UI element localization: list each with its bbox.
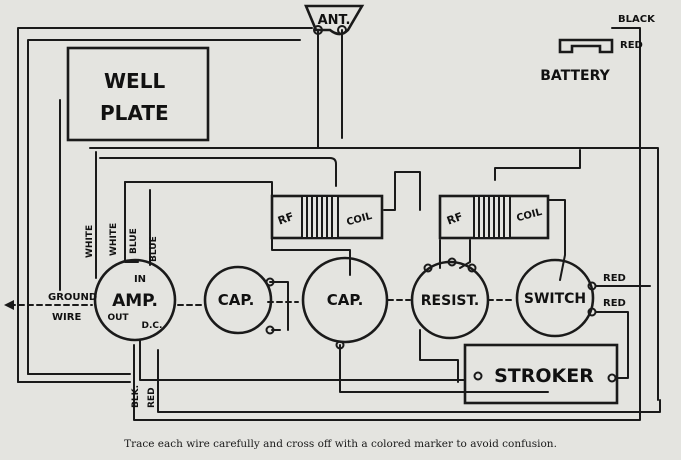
wire-top-bus [89, 147, 659, 401]
wires [9, 27, 661, 421]
rf-coil-1-rf-label: RF [276, 210, 295, 228]
well-plate-label-2: PLATE [100, 101, 169, 125]
caption: Trace each wire carefully and cross off … [124, 438, 557, 450]
wire-antenna-left [317, 29, 346, 149]
wire-blue-2 [124, 181, 273, 207]
switch: SWITCH RED RED [515, 258, 626, 338]
battery: BATTERY BLACK RED [540, 14, 656, 84]
switch-red-label-1: RED [603, 273, 626, 284]
wire-coil2-bottom [459, 239, 471, 269]
wire-switch-red-2 [595, 311, 629, 379]
blk-wire-label: BLK. [131, 385, 141, 408]
blue-wire-label-2: BLUE [149, 236, 159, 262]
stroker: STROKER [463, 343, 619, 405]
wire-coil1-bottom [271, 237, 351, 276]
ground-arrow-icon [4, 300, 14, 310]
amp-label: AMP. [112, 291, 158, 311]
amp-out-label: OUT [107, 313, 129, 323]
rf-coil-2: RF COIL [438, 194, 550, 240]
antenna: ANT. [304, 4, 365, 36]
wire-labels: GROUND WIRE WHITE WHITE BLUE BLUE BLK. R… [48, 223, 159, 408]
rf-coil-1: RF COIL [270, 194, 384, 240]
wire-outer-frame [17, 27, 313, 383]
wire-inner-left [27, 39, 301, 375]
switch-red-label-2: RED [603, 298, 626, 309]
amp-dc-label: D.C. [142, 321, 163, 331]
ground-wire-label-2: WIRE [52, 312, 81, 323]
rf-coil-2-rf-label: RF [445, 210, 464, 228]
battery-red-label: RED [620, 40, 643, 51]
cap-1: CAP. [203, 265, 275, 335]
wire-coil2-right [547, 199, 566, 281]
stroker-label: STROKER [494, 365, 594, 387]
switch-label: SWITCH [524, 291, 586, 307]
battery-black-label: BLACK [618, 14, 656, 25]
cap-1-label: CAP. [218, 291, 255, 309]
rf-coil-2-coil-label: COIL [515, 207, 544, 224]
wire-coil2-top [494, 149, 581, 181]
wire-coil1-right [383, 171, 421, 211]
ground-wire-label-1: GROUND [48, 292, 97, 303]
rf-coil-1-coil-label: COIL [345, 211, 374, 228]
wire-bottom-red [157, 349, 661, 413]
battery-label: BATTERY [540, 68, 610, 84]
wire-stroker-left [139, 339, 466, 381]
wire-cap2-bottom [339, 344, 549, 393]
wire-resist-bottom [419, 329, 459, 383]
resistor: RESIST. [410, 257, 490, 340]
cap-2: CAP. [301, 256, 389, 350]
white-wire-label: WHITE [85, 225, 95, 258]
amp-in-label: IN [134, 274, 146, 285]
antenna-label: ANT. [318, 13, 351, 28]
wire-cap1-right [269, 281, 289, 331]
well-plate: WELL PLATE [66, 46, 210, 142]
wire-bottom-blk [133, 344, 641, 421]
wire-top-bus-2 [99, 157, 337, 187]
red-wire-label: RED [147, 387, 157, 408]
well-plate-label-1: WELL [104, 69, 165, 93]
wire-battery-top [611, 27, 641, 401]
blue-wire-label: BLUE [129, 228, 139, 254]
cap-2-label: CAP. [327, 291, 364, 309]
amp: AMP. IN OUT D.C. [93, 258, 177, 342]
white-wire-label-2: WHITE [109, 223, 119, 256]
resistor-label: RESIST. [421, 293, 479, 309]
